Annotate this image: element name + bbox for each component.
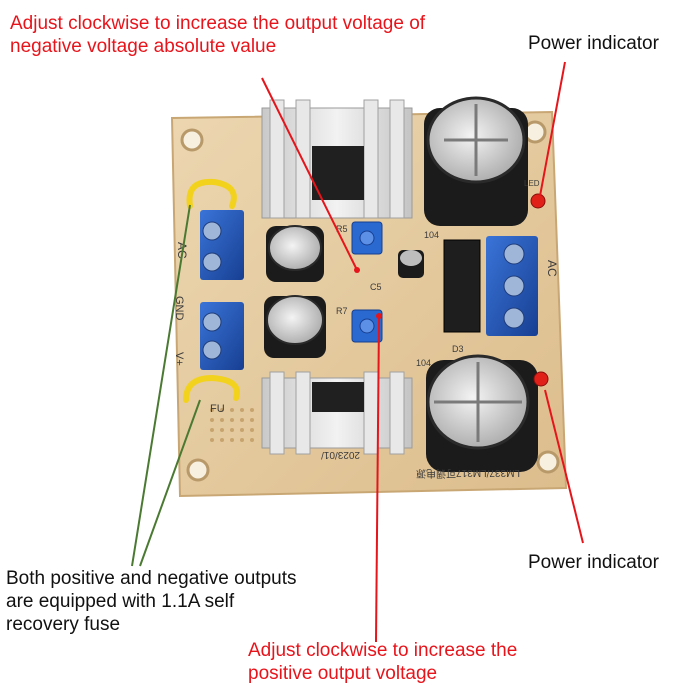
fuse-bottom: [183, 374, 240, 403]
silk-version: 2023/01/: [321, 449, 360, 460]
heatsink-top: [261, 99, 413, 219]
pointer-lines: [131, 61, 584, 643]
silk-ac-right: AC: [545, 260, 559, 277]
mount-hole-tl: [180, 128, 204, 152]
silk-v-plus: V+: [173, 352, 185, 366]
pointer-fuse-bottom: [139, 399, 201, 567]
silk-c5: C5: [370, 282, 382, 292]
small-capacitor-1: [266, 225, 324, 282]
tiny-capacitor: [398, 250, 424, 278]
fuse-top: [186, 178, 237, 209]
terminal-ac-right[interactable]: [486, 236, 538, 336]
regulator-lm317: [312, 382, 364, 412]
large-capacitor-bottom: [426, 354, 538, 472]
annotation-fuse-note: Both positive and negative outputs are e…: [6, 568, 297, 636]
small-capacitor-2: [264, 295, 326, 358]
heatsink-bottom: [261, 371, 413, 455]
terminal-input-left[interactable]: [200, 210, 244, 280]
annotation-power-indicator-bottom: Power indicator: [528, 552, 659, 573]
silk-gnd: GND: [173, 296, 185, 321]
power-led-bottom: [533, 371, 549, 387]
regulator-lm337: [312, 146, 364, 200]
silk-model: LM337/LM317可调电源: [416, 467, 520, 480]
proto-grid: [210, 408, 254, 442]
bridge-rectifier: [443, 239, 481, 333]
silk-fu: FU: [210, 403, 225, 415]
silk-104-b: 104: [416, 358, 431, 368]
pointer-power-top: [539, 61, 566, 197]
annotation-positive-adjust: Adjust clockwise to increase the positiv…: [248, 640, 518, 685]
annotation-negative-adjust: Adjust clockwise to increase the output …: [10, 13, 426, 58]
pointer-positive-adjust: [375, 317, 380, 643]
mount-hole-br: [536, 450, 560, 474]
silk-r7: R7: [336, 306, 348, 316]
mount-hole-bl: [186, 458, 210, 482]
power-led-top: [530, 193, 546, 209]
terminal-output-left[interactable]: [200, 302, 244, 370]
large-capacitor-top: [424, 96, 528, 226]
silk-led: LED: [524, 179, 540, 188]
silk-104-a: 104: [424, 230, 439, 240]
pointer-negative-adjust: [261, 77, 358, 271]
annotation-power-indicator-top: Power indicator: [528, 33, 659, 54]
pointer-fuse-top: [131, 204, 191, 567]
pointer-power-bottom: [544, 389, 584, 544]
silk-r5: R5: [336, 224, 348, 234]
silk-d3: D3: [452, 344, 464, 354]
